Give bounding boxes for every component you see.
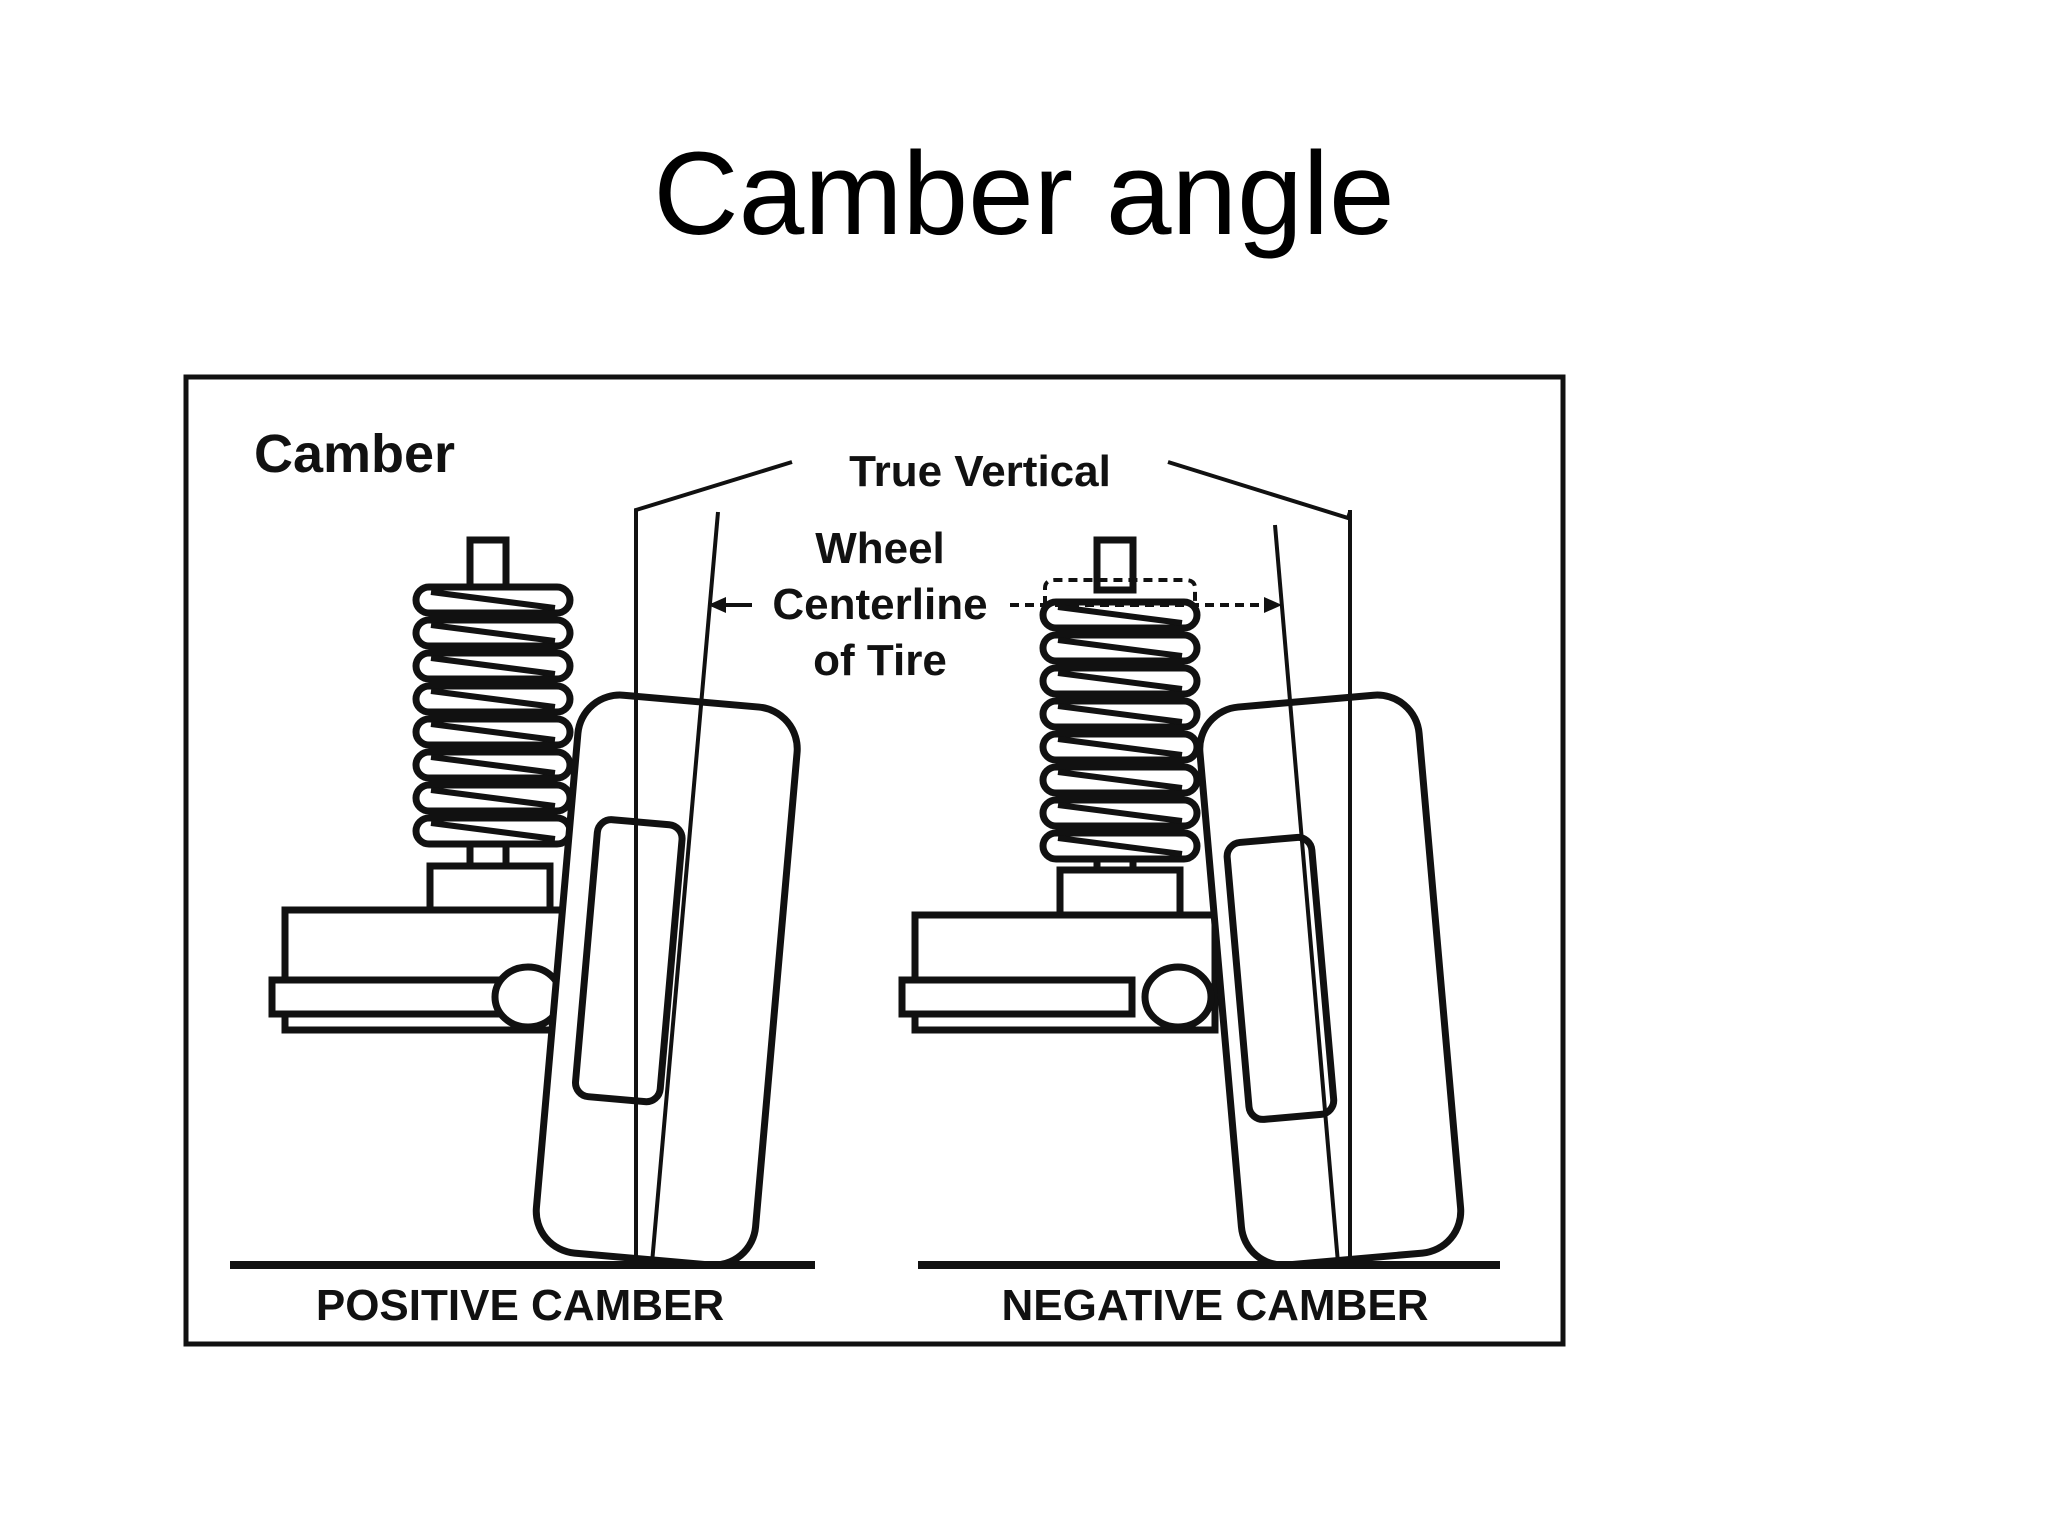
positive-camber-caption: POSITIVE CAMBER [316, 1281, 724, 1330]
positive-wheel-centerline [650, 511, 720, 1264]
negative-tire [1196, 691, 1465, 1269]
centerline-arrow-left [708, 597, 752, 613]
positive-tire [532, 691, 801, 1269]
true-vertical-leader-right [1167, 460, 1352, 521]
negative-axle-bar [898, 976, 1136, 1018]
true-vertical-label: True Vertical [849, 447, 1111, 496]
negative-camber-caption: NEGATIVE CAMBER [1002, 1281, 1429, 1330]
diagram-heading: Camber [254, 424, 455, 484]
negative-ball-joint [1141, 963, 1215, 1031]
positive-axle-bar [268, 976, 506, 1018]
true-vertical-leader-left [634, 460, 793, 512]
positive-camber-assembly [230, 510, 815, 1269]
slide-title: Camber angle [653, 128, 1395, 260]
negative-wheel-centerline [1273, 524, 1340, 1264]
wheel-centerline-label-line2: Centerline [772, 580, 987, 629]
wheel-centerline-label-line1: Wheel [815, 524, 945, 573]
negative-coil-spring [1043, 536, 1197, 919]
centerline-arrow-right [1010, 597, 1282, 613]
positive-coil-spring [416, 536, 570, 914]
negative-camber-assembly [898, 510, 1500, 1269]
wheel-centerline-label-line3: of Tire [813, 636, 947, 685]
